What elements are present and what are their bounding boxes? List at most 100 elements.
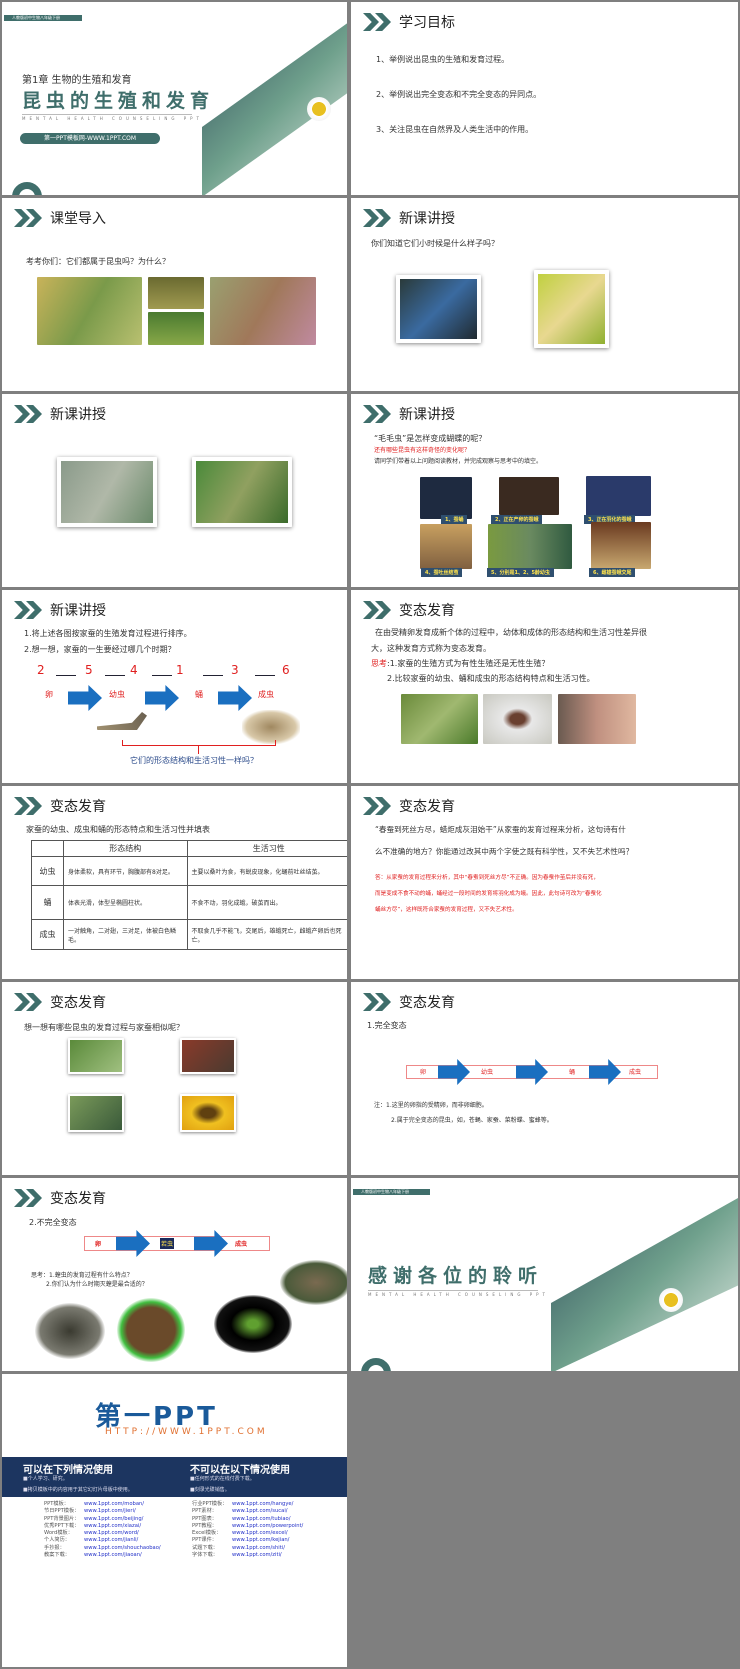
- thanks-title: 感谢各位的聆听: [368, 1265, 544, 1287]
- question-1: “毛毛虫”是怎样变成蝴蝶的呢？: [374, 434, 487, 443]
- link-label: 字体下载：: [192, 1552, 218, 1559]
- slide-13-incomplete[interactable]: 变态发育 2.不完全变态 卵 若虫 成虫 思考：1.蝗虫的发育过程有什么特点？ …: [2, 1178, 347, 1371]
- stage-egg: 卵: [420, 1069, 427, 1076]
- link-row: 字体下载： www.1ppt.com/ziti/: [192, 1552, 303, 1559]
- link-label: Word模板：: [44, 1530, 73, 1537]
- slide-title: 学习目标: [399, 15, 455, 31]
- link[interactable]: www.1ppt.com/sucai/: [232, 1508, 288, 1515]
- slide-4-lesson[interactable]: 新课讲授 你们知道它们小时候是什么样子吗？: [351, 198, 738, 391]
- slide-3-intro[interactable]: 课堂导入 考考你们：它们都属于昆虫吗？为什么？: [2, 198, 347, 391]
- caption: 4、蚕吐丝结茧: [421, 568, 463, 577]
- slide-10-poem[interactable]: 变态发育 “春蚕到死丝方尽，蜡炬成灰泪始干”从家蚕的发育过程来分析，这句诗有什 …: [351, 786, 738, 979]
- order-number: 3: [231, 663, 239, 677]
- chevron-icon: [14, 601, 44, 619]
- arrow-icon: [68, 685, 102, 711]
- slide-2-objectives[interactable]: 学习目标 1、举例说出昆虫的生殖和发育过程。 2、举例说出完全变态和不完全变态的…: [351, 2, 738, 195]
- slide-8-metamorphosis[interactable]: 变态发育 在由受精卵发育成新个体的过程中，幼体和成体的形态结构和生活习性差异很 …: [351, 590, 738, 783]
- stage-pupa: 蛹: [195, 690, 203, 699]
- link[interactable]: www.1ppt.com/ziti/: [232, 1552, 282, 1559]
- link-row: PPT图表：www.1ppt.com/tubiao/: [192, 1516, 303, 1523]
- link[interactable]: www.1ppt.com/xiazai/: [84, 1522, 142, 1529]
- slide-9-table[interactable]: 变态发育 家蚕的幼虫、成虫和蛹的形态特点和生活习性并填表 形态结构生活习性 幼虫…: [2, 786, 347, 979]
- link[interactable]: www.1ppt.com/powerpoint/: [232, 1522, 304, 1529]
- link[interactable]: www.1ppt.com/beijing/: [84, 1515, 144, 1522]
- cocoon-photo: [420, 524, 472, 569]
- slide-5-lesson[interactable]: 新课讲授: [2, 394, 347, 587]
- website-pill[interactable]: 第一PPT模板网-WWW.1PPT.COM: [20, 133, 160, 144]
- order-number: 4: [130, 663, 138, 677]
- link[interactable]: www.1ppt.com/moban/: [84, 1501, 145, 1507]
- mating-moths-photo: [591, 522, 651, 569]
- decor-circle: [12, 182, 42, 195]
- question: 考考你们：它们都属于昆虫吗？为什么？: [26, 257, 170, 266]
- header-structure: 形态结构: [63, 840, 188, 857]
- objective-2: 2、举例说出完全变态和不完全变态的异同点。: [376, 90, 542, 99]
- slide-1-title[interactable]: 人教版初中生物八年级下册 第1章 生物的生殖和发育 昆虫的生殖和发育 MENTA…: [2, 2, 347, 195]
- link[interactable]: www.1ppt.com/kejian/: [232, 1537, 290, 1544]
- section-label: 2.不完全变态: [29, 1218, 77, 1227]
- link-row: 手抄报：www.1ppt.com/shouchaobao/: [44, 1545, 161, 1552]
- subtitle: MENTAL HEALTH COUNSELING PPT: [22, 116, 203, 121]
- link[interactable]: www.1ppt.com/shouchaobao/: [84, 1544, 161, 1551]
- slide-11-similar[interactable]: 变态发育 想一想有哪些昆虫的发育过程与家蚕相似呢？: [2, 982, 347, 1175]
- cannot-use-item: ■刻录光碟销售。: [190, 1487, 230, 1493]
- link[interactable]: www.1ppt.com/hangye/: [232, 1501, 294, 1507]
- link-row: PPT背景图片： www.1ppt.com/beijing/: [44, 1516, 161, 1523]
- link[interactable]: www.1ppt.com/tubiao/: [232, 1515, 291, 1522]
- link-row: 个人简历： www.1ppt.com/jianli/: [44, 1537, 161, 1544]
- link-label: PPT教程：: [192, 1522, 217, 1529]
- comparison-table: 形态结构生活习性 幼虫身体柔软，具有环节，胸腹部有8对足。主要以桑叶为食，有蜕皮…: [31, 840, 347, 950]
- laying-moth-photo: [499, 477, 559, 515]
- slide-12-complete[interactable]: 变态发育 1.完全变态 卵 幼虫 蛹 成虫 注：1.这里的卵指的受精卵，而非卵细…: [351, 982, 738, 1175]
- slide-title: 变态发育: [399, 603, 455, 619]
- order-number: 6: [282, 663, 290, 677]
- slide-14-thanks[interactable]: 人教版初中生物八年级下册 感谢各位的聆听 MENTAL HEALTH COUNS…: [351, 1178, 738, 1371]
- link-row: PPT课件：www.1ppt.com/kejian/: [192, 1537, 303, 1544]
- section-label: 1.完全变态: [367, 1021, 407, 1030]
- slide-7-lesson[interactable]: 新课讲授 1.将上述各图按家蚕的生殖发育过程进行排序。 2.想一想，家蚕的一生要…: [2, 590, 347, 783]
- stage-adult: 成虫: [629, 1069, 642, 1076]
- answer-line-3: 蛹丝方尽”，这样既符合家蚕的发育过程，又不失艺术性。: [375, 907, 518, 913]
- table-instruction: 家蚕的幼虫、成虫和蛹的形态特点和生活习性并填表: [26, 825, 210, 834]
- link[interactable]: www.1ppt.com/word/: [84, 1530, 139, 1537]
- link[interactable]: www.1ppt.com/shiti/: [232, 1544, 285, 1551]
- task-1: 1.将上述各图按家蚕的生殖发育过程进行排序。: [24, 629, 192, 638]
- chevron-icon: [363, 209, 393, 227]
- butterfly-photo: [180, 1038, 236, 1074]
- link-label: 个人简历：: [44, 1537, 70, 1544]
- stage-larva: 幼虫: [109, 690, 125, 699]
- brand-url[interactable]: HTTP://WWW.1PPT.COM: [105, 1427, 268, 1437]
- order-number: 2: [37, 663, 45, 677]
- slide-15-credits[interactable]: 第一PPT HTTP://WWW.1PPT.COM 可以在下列情况使用 ■个人学…: [2, 1374, 347, 1667]
- slide-6-lesson[interactable]: 新课讲授 “毛毛虫”是怎样变成蝴蝶的呢？ 还有哪些昆虫有这样奇怪的变化呢？ 请同…: [351, 394, 738, 587]
- question: 想一想有哪些昆虫的发育过程与家蚕相似呢？: [24, 1023, 184, 1032]
- decor-circle: [361, 1358, 391, 1371]
- definition-line-1: 在由受精卵发育成新个体的过程中，幼体和成体的形态结构和生活习性差异很: [375, 628, 647, 637]
- poem-question-2: 么不准确的地方？你能通过改其中两个字使之既有科学性，又不失艺术性吗？: [375, 847, 634, 856]
- arrow-icon: [194, 1230, 228, 1257]
- think-1: 思考：1.蝗虫的发育过程有什么特点？: [31, 1272, 133, 1279]
- chevron-icon: [14, 1189, 44, 1207]
- question: 你们知道它们小时候是什么样子吗？: [371, 239, 499, 248]
- link-label: PPT背景图片：: [44, 1515, 80, 1522]
- link-label: 优秀PPT下载：: [44, 1522, 80, 1529]
- dragonfly-photo: [148, 277, 204, 309]
- fly-photo: [68, 1038, 124, 1074]
- link[interactable]: www.1ppt.com/jieri/: [84, 1508, 136, 1515]
- link[interactable]: www.1ppt.com/jianli/: [84, 1537, 139, 1544]
- link-row: 教案下载：www.1ppt.com/jiaoan/: [44, 1552, 161, 1559]
- link-row: 节日PPT模板：www.1ppt.com/jieri/: [44, 1508, 161, 1515]
- slide-title: 新课讲授: [50, 603, 106, 619]
- link[interactable]: www.1ppt.com/excel/: [232, 1530, 288, 1537]
- ladybug-photo: [37, 277, 142, 345]
- usage-banner: 可以在下列情况使用 ■个人学习、研究。 ■拷贝模板中的内容用于其它幻灯片母版中使…: [2, 1457, 347, 1497]
- chevron-icon: [363, 405, 393, 423]
- link-label: PPT模板：: [44, 1501, 69, 1507]
- stage-larva: 幼虫: [481, 1069, 494, 1076]
- arrow-icon: [218, 685, 252, 711]
- chapter-label: 第1章 生物的生殖和发育: [22, 75, 132, 86]
- link[interactable]: www.1ppt.com/jiaoan/: [84, 1552, 142, 1559]
- slide-title: 新课讲授: [399, 407, 455, 423]
- chevron-icon: [14, 405, 44, 423]
- objective-1: 1、举例说出昆虫的生殖和发育过程。: [376, 55, 510, 64]
